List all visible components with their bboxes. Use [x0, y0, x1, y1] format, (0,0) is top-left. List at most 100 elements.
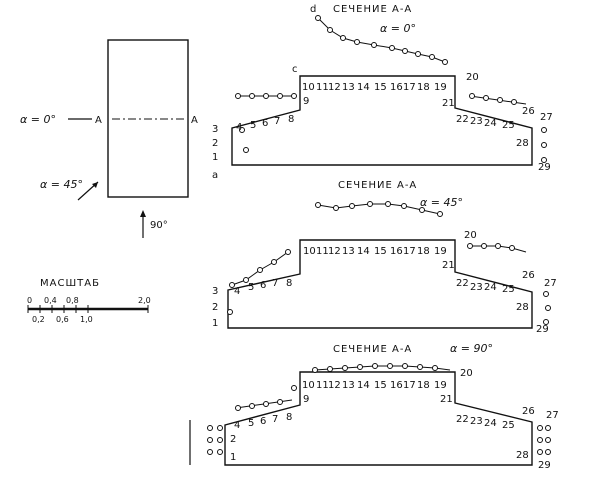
section-outline [227, 239, 533, 329]
point-label: 7 [272, 414, 278, 425]
point-label: 8 [286, 278, 292, 289]
pressure-point [249, 93, 255, 99]
point-label: 24 [484, 418, 497, 429]
point-label: 3 [212, 124, 218, 135]
point-label: 5 [248, 418, 254, 429]
pressure-point [207, 449, 213, 455]
point-label: 5 [248, 282, 254, 293]
pressure-point [235, 93, 241, 99]
pressure-point [327, 27, 333, 33]
point-label: 16 [390, 246, 403, 257]
pressure-point [469, 93, 475, 99]
point-label: 17 [403, 380, 416, 391]
point-label: 4 [234, 286, 240, 297]
point-label: 3 [212, 286, 218, 297]
point-label: 27 [544, 278, 557, 289]
point-label: 13 [342, 82, 355, 93]
pressure-point [271, 259, 277, 265]
pressure-point [545, 305, 551, 311]
pressure-point [217, 437, 223, 443]
pressure-point [419, 207, 425, 213]
pressure-point [481, 243, 487, 249]
pressure-point [401, 203, 407, 209]
section-outline [231, 75, 533, 166]
point-label: 12 [328, 82, 341, 93]
pressure-point [349, 203, 355, 209]
point-label: 22 [456, 278, 469, 289]
pressure-point [333, 205, 339, 211]
point-label: 14 [357, 82, 370, 93]
pressure-point [285, 249, 291, 255]
point-label: 11 [316, 380, 329, 391]
section-title: СЕЧЕНИЕ А-А [338, 180, 417, 191]
pressure-point [327, 366, 333, 372]
scale-tick-1-0: 1,0 [80, 315, 93, 324]
pressure-point [340, 35, 346, 41]
pressure-point [372, 363, 378, 369]
point-label: 4 [236, 122, 242, 133]
pressure-point [541, 142, 547, 148]
point-label: 2 [212, 302, 218, 313]
pressure-point [249, 403, 255, 409]
scale-title: МАСШТАБ [40, 278, 100, 289]
point-label: 20 [464, 230, 477, 241]
pressure-point [277, 93, 283, 99]
point-label: 29 [538, 162, 551, 173]
pressure-point [385, 201, 391, 207]
point-label: 10 [302, 380, 315, 391]
section-alpha-0: СЕЧЕНИЕ А-А α = 0° d c a 3 2 1 [212, 4, 553, 181]
point-label: 25 [502, 420, 515, 431]
pressure-point [537, 449, 543, 455]
pressure-point [545, 425, 551, 431]
pressure-point [217, 449, 223, 455]
pressure-point [243, 147, 249, 153]
point-label: 16 [390, 380, 403, 391]
point-label: 23 [470, 116, 483, 127]
pressure-point [207, 425, 213, 431]
scale-tick-0-8: 0,8 [66, 296, 79, 305]
pressure-point [357, 364, 363, 370]
scale-tick-2-0: 2,0 [138, 296, 151, 305]
point-label: 27 [546, 410, 559, 421]
point-label: 9 [303, 96, 309, 107]
point-label: 19 [434, 246, 447, 257]
pressure-point [402, 48, 408, 54]
pressure-point [541, 127, 547, 133]
pressure-point [217, 425, 223, 431]
point-label: 26 [522, 406, 535, 417]
point-label: 10 [302, 82, 315, 93]
corner-label-c: c [292, 64, 298, 75]
point-label: 23 [470, 282, 483, 293]
pressure-point [263, 401, 269, 407]
scale-tick-0-6: 0,6 [56, 315, 69, 324]
point-label: 7 [274, 116, 280, 127]
corner-label-a: a [212, 170, 218, 181]
point-label: 24 [484, 282, 497, 293]
section-title: СЕЧЕНИЕ А-А [333, 344, 412, 355]
point-label: 18 [417, 380, 430, 391]
section-angle: α = 90° [450, 342, 493, 355]
pressure-point [545, 437, 551, 443]
scale-tick-0-4: 0,4 [44, 296, 57, 305]
point-label: 21 [442, 98, 455, 109]
pressure-point [432, 365, 438, 371]
point-label: 1 [230, 452, 236, 463]
pressure-point [537, 437, 543, 443]
pressure-point [509, 245, 515, 251]
alpha0-label: α = 0° [20, 113, 56, 126]
point-label: 19 [434, 82, 447, 93]
point-label: 2 [230, 434, 236, 445]
pressure-point [402, 363, 408, 369]
point-label: 19 [434, 380, 447, 391]
pressure-point [291, 385, 297, 391]
point-label: 6 [260, 416, 266, 427]
pressure-point [467, 243, 473, 249]
pressure-point [354, 39, 360, 45]
point-label: 9 [303, 394, 309, 405]
pressure-point [541, 157, 547, 163]
pressure-point [511, 99, 517, 105]
point-label: 22 [456, 114, 469, 125]
point-label: 10 [303, 246, 316, 257]
pressure-point [342, 365, 348, 371]
pressure-point [207, 437, 213, 443]
